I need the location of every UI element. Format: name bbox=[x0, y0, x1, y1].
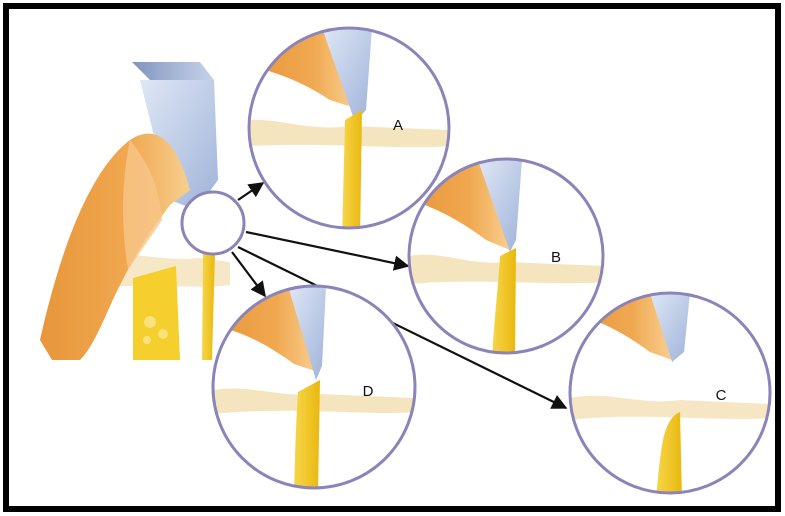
tooth-enamel bbox=[322, 28, 372, 122]
panel-c-label: C bbox=[716, 387, 727, 404]
crown-cap bbox=[132, 62, 214, 80]
panel-c-background bbox=[570, 293, 770, 493]
bone-hole bbox=[143, 336, 151, 344]
panel-c-outline bbox=[568, 291, 772, 495]
panel-b-outline bbox=[407, 157, 605, 355]
tooth-crown bbox=[140, 80, 218, 210]
tooth-enamel bbox=[288, 286, 326, 380]
bone-hole bbox=[158, 329, 168, 339]
focus-circle bbox=[180, 190, 246, 256]
bone-hole bbox=[144, 316, 156, 328]
panel-a-outline bbox=[247, 26, 451, 230]
tooth-overview-illustration bbox=[40, 62, 246, 360]
tooth-enamel bbox=[650, 293, 690, 362]
arrow-to-c bbox=[237, 246, 568, 409]
tooth-root bbox=[202, 252, 215, 360]
gum-highlight bbox=[123, 140, 162, 270]
bone-block bbox=[133, 266, 180, 360]
panel-d: D bbox=[211, 284, 417, 490]
panel-c: C bbox=[568, 291, 772, 495]
tooth-root bbox=[342, 110, 362, 228]
arrow-to-b bbox=[245, 230, 410, 271]
panel-a-label: A bbox=[393, 117, 403, 134]
panel-a: A bbox=[247, 26, 451, 230]
arrow-to-d bbox=[231, 251, 266, 298]
panel-b-label: B bbox=[551, 249, 561, 266]
bone-band bbox=[570, 395, 770, 420]
tooth-enamel bbox=[478, 160, 522, 252]
arrow-to-a bbox=[237, 182, 265, 201]
tooth-root bbox=[492, 248, 516, 353]
arrows bbox=[231, 182, 568, 409]
panel-d-outline bbox=[211, 284, 417, 490]
panel-d-label: D bbox=[363, 383, 374, 400]
tooth-root bbox=[294, 380, 320, 488]
tooth-root bbox=[656, 412, 682, 493]
